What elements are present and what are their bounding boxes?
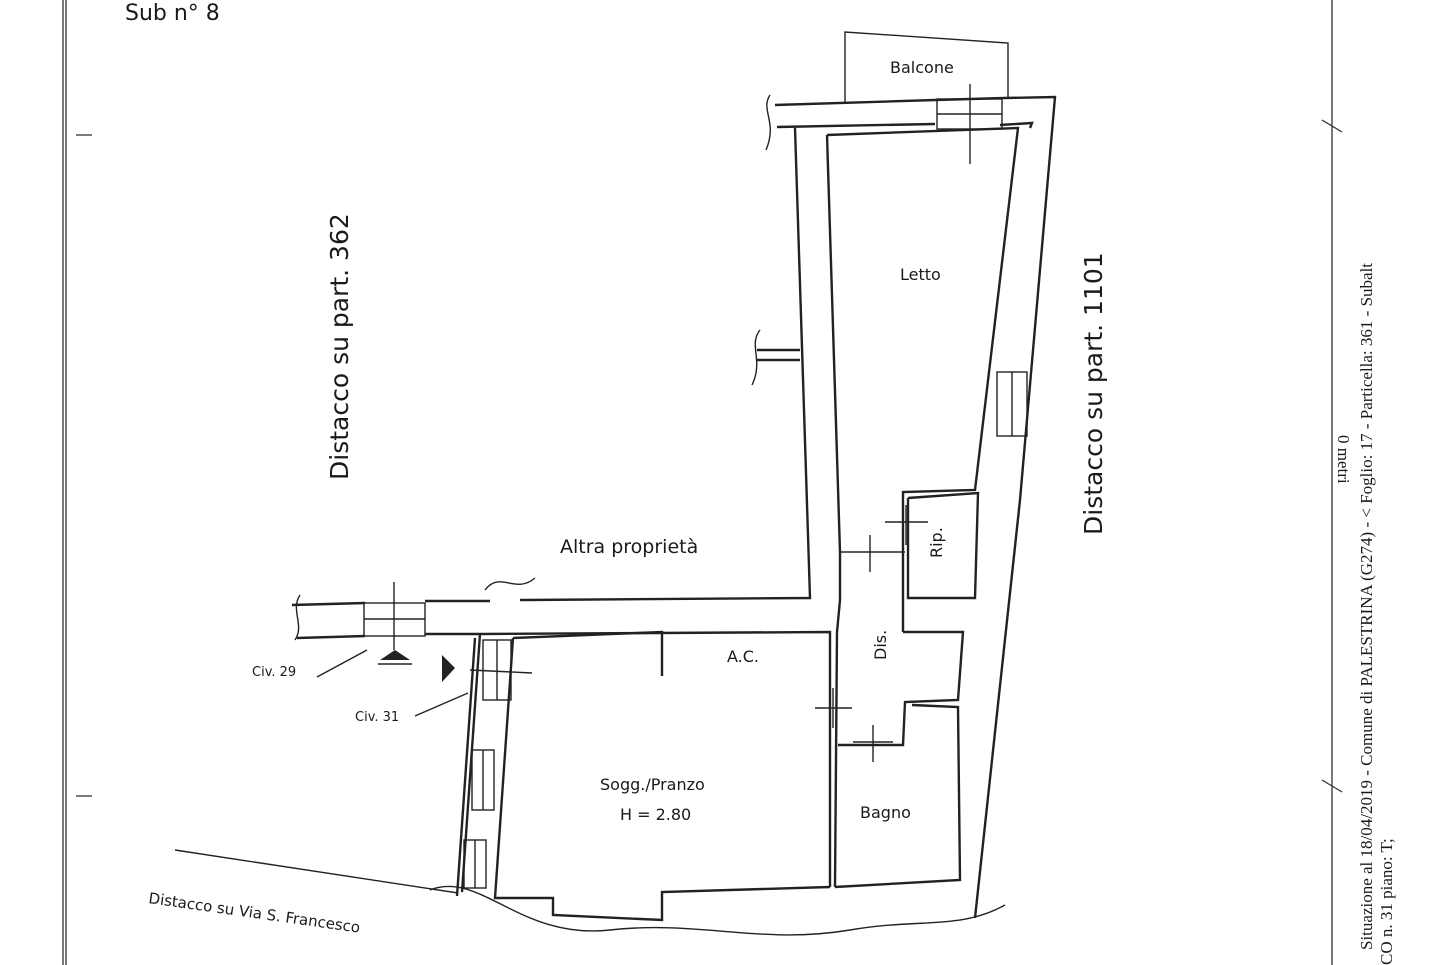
hall-wall-west [833,552,842,888]
label-distacco-1101: Distacco su part. 1101 [1079,252,1108,535]
civ-31-pointer [414,692,469,717]
bedroom-wall [826,126,1020,632]
label-civ-29: Civ. 29 [252,665,296,680]
room-label-rip: Rip. [927,527,946,558]
door-axis [469,669,533,674]
storage-room [906,491,980,600]
room-label-letto: Letto [900,265,941,284]
outer-wall-east-north [774,95,1057,919]
entrance-symbols [316,649,469,717]
hall-wall-east [838,630,965,747]
break-mark-top [765,94,771,151]
bedroom-wall-west [825,134,842,553]
room-label-dis: Dis. [871,630,890,660]
corridor-wall-outer [524,127,812,602]
living-room-west-wall [455,633,482,897]
walls [291,95,1057,922]
terrain-line [429,885,1006,936]
label-distacco-via: Distacco su Via S. Francesco [147,889,361,937]
room-height: H = 2.80 [620,805,691,824]
stub-wall-middle [757,348,800,362]
label-altra-proprieta: Altra proprietà [560,536,698,558]
outer-wall-north-inner [776,121,1034,129]
break-mark-corridor [484,577,536,591]
street-line [174,849,459,894]
entrance-arrow-civ-31 [442,655,455,682]
ac-partition [512,630,664,676]
frame-tick [1321,119,1343,133]
balcony: Balcone [844,31,1009,103]
label-distacco-362: Distacco su part. 362 [325,213,354,480]
openings [363,84,1028,889]
break-mark-middle [751,329,761,386]
balcony-outline [844,31,1009,103]
room-label-bagno: Bagno [860,803,911,822]
outer-wall-south-corridor [291,598,525,607]
room-label-balcone: Balcone [890,58,954,77]
label-civ-31: Civ. 31 [355,710,399,725]
bathroom-wall [834,703,962,889]
living-room-walls [493,637,831,922]
side-note-scale: 0 metri [1334,435,1353,484]
break-marks [174,94,1006,936]
civ-29-pointer [316,649,368,678]
sheet-frame [62,0,1343,965]
side-note-situazione: Situazione al 18/04/2019 - Comune di PAL… [1357,263,1376,950]
outer-wall-south-corridor-inner [296,630,832,887]
frame-tick [1321,779,1343,793]
entrance-arrow-civ-29 [380,650,410,660]
room-label-soggiorno: Sogg./Pranzo [600,775,705,794]
room-label-ac: A.C. [727,647,759,666]
break-mark-west [294,594,301,641]
side-note-civico: CO n. 31 piano: T; [1377,838,1396,965]
sub-label: Sub n° 8 [125,1,220,26]
